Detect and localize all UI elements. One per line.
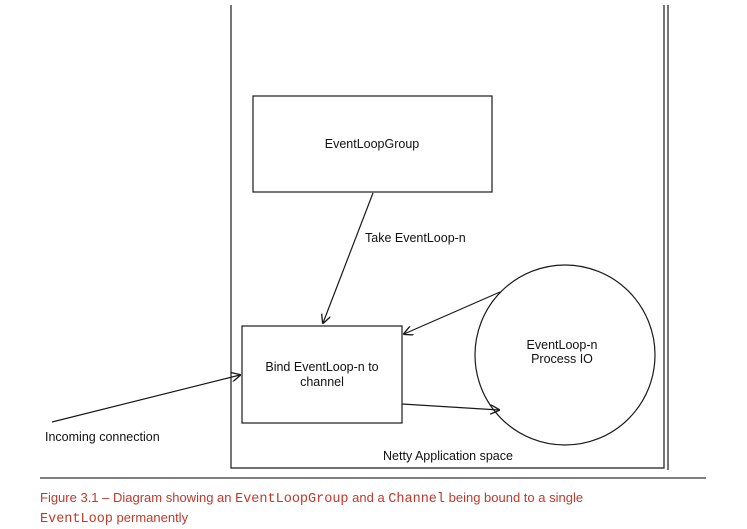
- event-loop-group-label: EventLoopGroup: [325, 137, 420, 151]
- caption-prefix: Figure 3.1 – Diagram showing an: [40, 490, 236, 505]
- caption-suffix: permanently: [112, 510, 189, 525]
- application-space-container: [230, 5, 669, 470]
- event-loop-group-box: [252, 95, 493, 193]
- figure-caption: Figure 3.1 – Diagram showing an EventLoo…: [40, 489, 720, 529]
- application-space-label: Netty Application space: [383, 449, 513, 463]
- event-loop-circle: [474, 264, 656, 446]
- caption-code-event-loop-group: EventLoopGroup: [235, 492, 349, 507]
- event-loop-label-line2: Process IO: [531, 352, 593, 366]
- incoming-connection-label: Incoming connection: [45, 430, 160, 444]
- caption-mid1: and a: [348, 490, 389, 505]
- take-event-loop-label: Take EventLoop-n: [365, 231, 466, 245]
- take-event-loop-arrow: [323, 192, 374, 323]
- bind-channel-label-line1: Bind EventLoop-n to: [265, 360, 378, 374]
- event-loop-label-line1: EventLoop-n: [527, 338, 598, 352]
- event-loop-to-bind-arrow: [404, 291, 501, 334]
- caption-code-channel: Channel: [388, 492, 446, 507]
- caption-code-event-loop: EventLoop: [40, 512, 113, 527]
- bind-channel-label-line2: channel: [300, 375, 344, 389]
- bind-to-event-loop-arrow: [401, 403, 499, 410]
- caption-mid2: being bound to a single: [445, 490, 584, 505]
- incoming-connection-arrow: [51, 375, 240, 423]
